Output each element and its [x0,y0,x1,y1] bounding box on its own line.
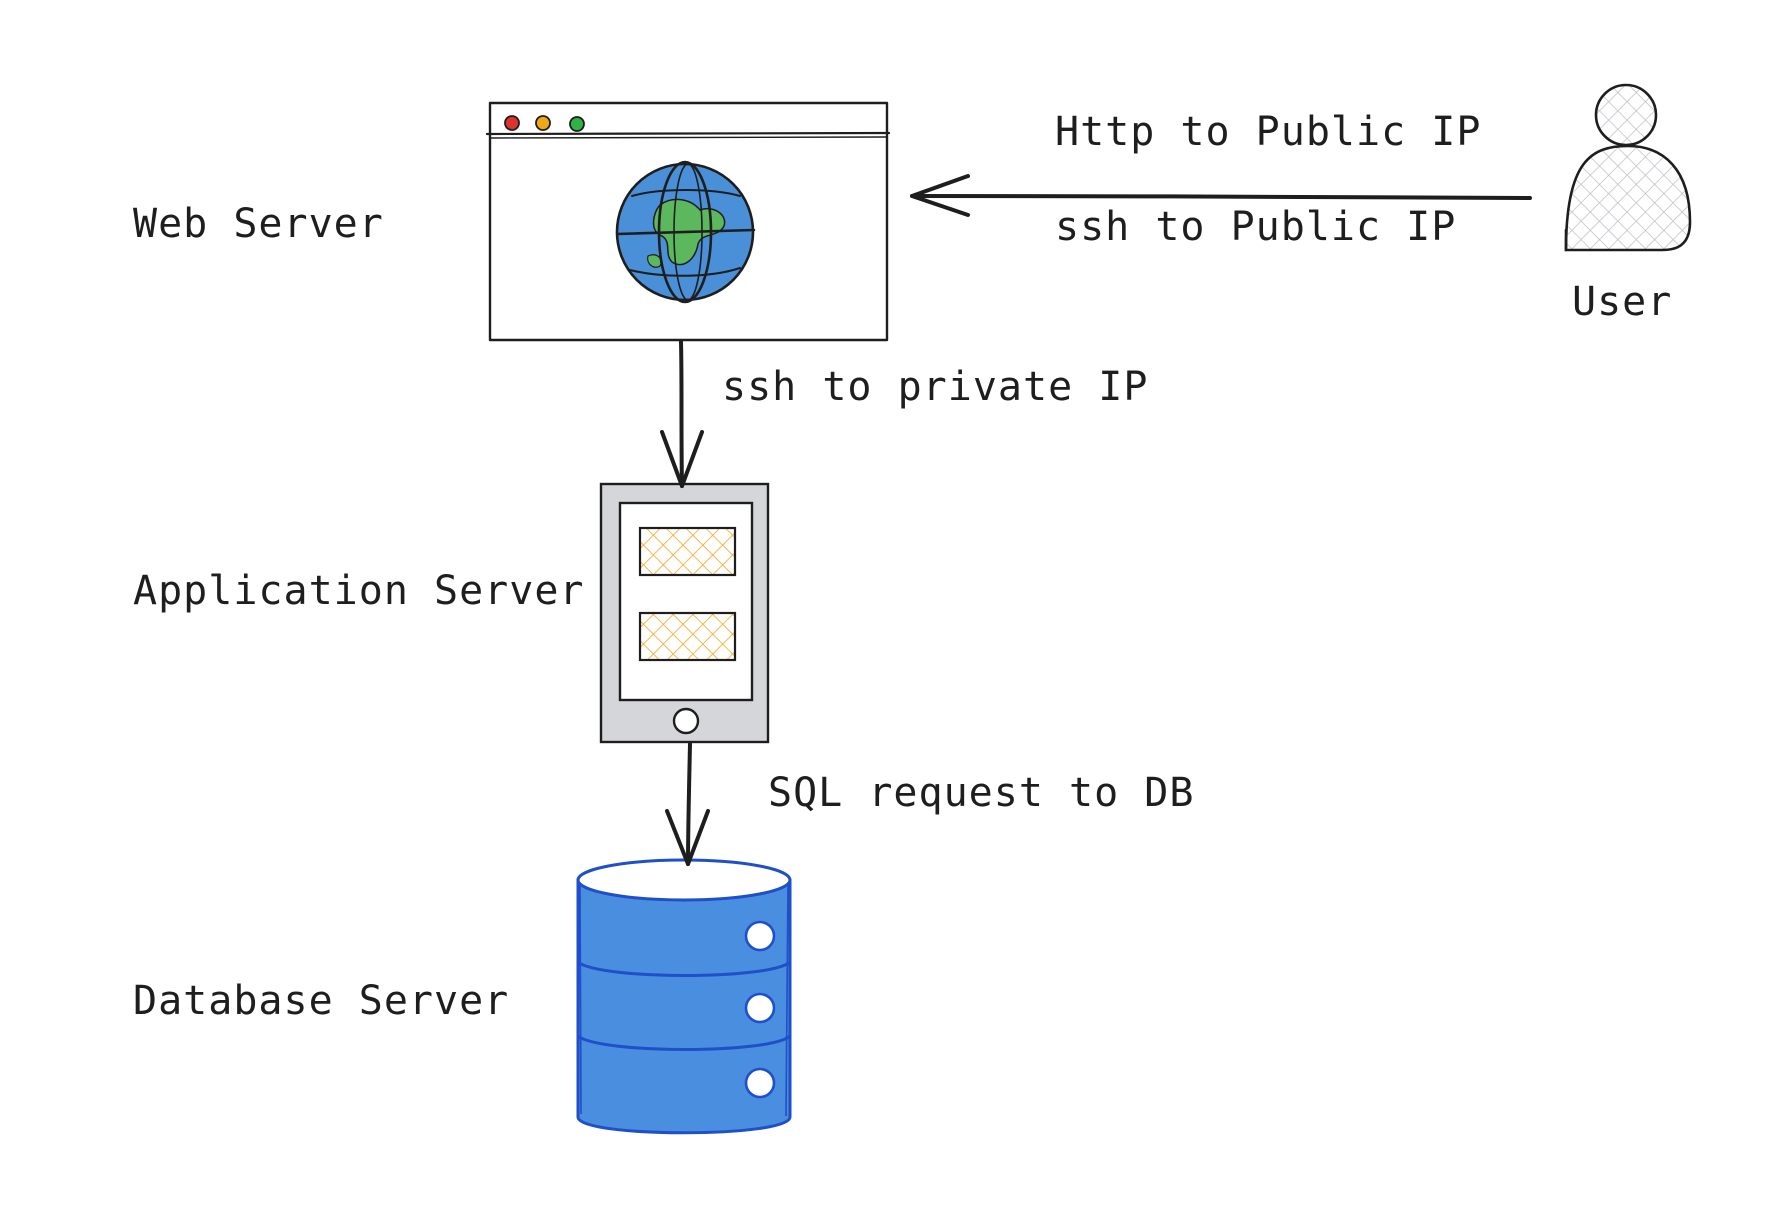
arrow-web-to-application-server [660,340,704,488]
window-maximize-dot [569,116,585,132]
db-indicator-3 [744,1067,776,1099]
arrow-user-to-web-server [910,174,1532,217]
window-minimize-dot [535,115,551,131]
web-server-label: Web Server [133,201,384,247]
application-server-label: Application Server [133,568,584,614]
edge-label-sql-request: SQL request to DB [768,770,1194,816]
tablet-device-icon [599,482,770,744]
window-close-dot [504,115,520,131]
browser-window-with-globe-icon [485,101,891,342]
user-label: User [1572,279,1672,325]
user-person-icon [1564,83,1692,252]
edge-label-ssh-private: ssh to private IP [722,364,1148,410]
edge-label-http-public: Http to Public IP [1055,109,1481,155]
globe-icon [615,160,756,304]
tablet-home-button [672,707,700,735]
arrow-application-to-database-server [665,742,710,866]
database-server-label: Database Server [133,978,509,1024]
app-panel-bottom [638,611,737,662]
db-indicator-2 [744,992,776,1024]
app-panel-top [638,526,737,577]
database-cylinder-icon [576,858,792,1135]
edge-label-ssh-public: ssh to Public IP [1055,204,1456,250]
db-indicator-1 [744,920,776,952]
